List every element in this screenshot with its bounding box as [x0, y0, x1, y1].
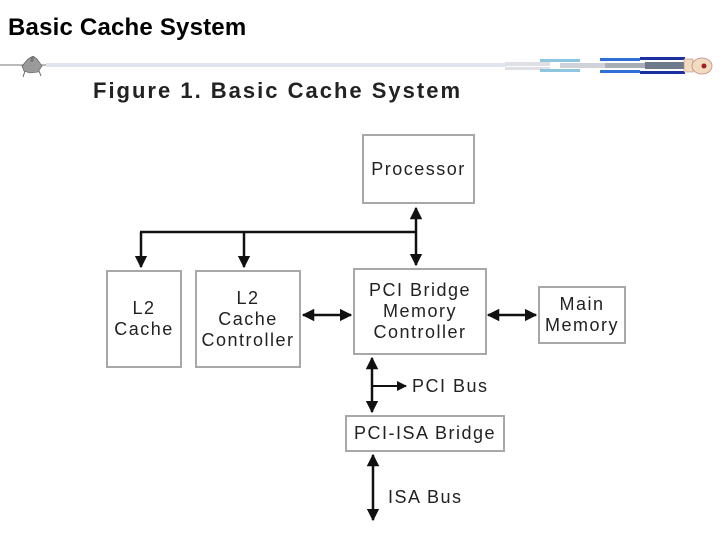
- slide-title: Basic Cache System: [8, 14, 247, 41]
- spaceship-icon: [21, 56, 43, 78]
- node-l2-cache: L2 Cache: [106, 270, 182, 368]
- node-pci-isa-bridge: PCI-ISA Bridge: [345, 415, 505, 452]
- node-main-memory: Main Memory: [538, 286, 626, 344]
- header-rule: [0, 56, 713, 78]
- label-isa-bus: ISA Bus: [388, 487, 463, 507]
- starship-icon: [505, 57, 713, 75]
- node-processor: Processor: [362, 134, 475, 204]
- node-l2-cache-controller: L2 Cache Controller: [195, 270, 301, 368]
- node-pci-bridge-memory-controller: PCI Bridge Memory Controller: [353, 268, 487, 355]
- figure-title: Figure 1. Basic Cache System: [93, 78, 463, 103]
- header-rule-bar: [46, 63, 506, 67]
- label-pci-bus: PCI Bus: [412, 376, 489, 396]
